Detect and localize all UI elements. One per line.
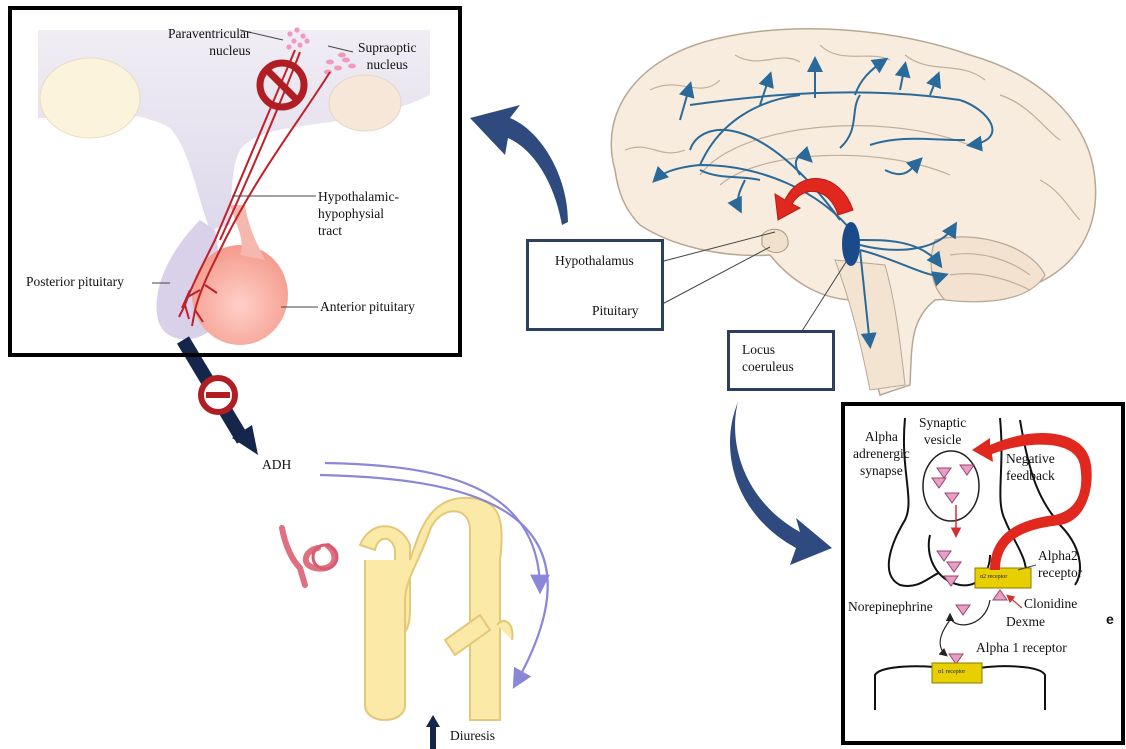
label-adh: ADH bbox=[262, 456, 291, 473]
label-negative-feedback: Negative feedback bbox=[1006, 450, 1055, 484]
glomerulus bbox=[282, 528, 334, 585]
brain-outline bbox=[611, 29, 1095, 395]
nephron-illustration bbox=[282, 498, 513, 720]
label-posterior-pituitary: Posterior pituitary bbox=[26, 273, 124, 290]
alpha1-receptor-tag: α1 receptor bbox=[938, 669, 965, 675]
block-sign-adh bbox=[201, 378, 235, 412]
locus-coeruleus-marker bbox=[842, 222, 860, 266]
label-dexme: Dexme bbox=[1006, 613, 1045, 630]
label-diuresis: Diuresis bbox=[450, 727, 495, 744]
arrow-to-pituitary-panel bbox=[470, 105, 568, 225]
label-supraoptic-nucleus: Supraoptic nucleus bbox=[358, 39, 417, 73]
label-hypothalamic-hypophysial-tract: Hypothalamic- hypophysial tract bbox=[318, 188, 399, 239]
label-hypothalamus: Hypothalamus bbox=[555, 252, 634, 269]
label-pituitary: Pituitary bbox=[592, 302, 639, 319]
label-alpha-adrenergic-synapse: Alpha adrenergic synapse bbox=[853, 428, 910, 479]
label-synaptic-vesicle: Synaptic vesicle bbox=[919, 414, 966, 448]
label-norepinephrine: Norepinephrine bbox=[848, 598, 933, 615]
stray-letter: e bbox=[1106, 611, 1114, 627]
label-alpha2-receptor: Alpha2 receptor bbox=[1038, 547, 1082, 581]
label-clonidine: Clonidine bbox=[1024, 595, 1077, 612]
brain-illustration bbox=[611, 29, 1095, 395]
alpha2-receptor-tag: α2 receptor bbox=[980, 574, 1007, 580]
adh-effect-arrows bbox=[320, 463, 548, 685]
label-alpha1-receptor: Alpha 1 receptor bbox=[976, 639, 1067, 656]
label-anterior-pituitary: Anterior pituitary bbox=[320, 298, 415, 315]
label-paraventricular-nucleus: Paraventricular nucleus bbox=[168, 25, 250, 59]
label-locus-coeruleus: Locus coeruleus bbox=[742, 341, 794, 375]
arrow-to-synapse-panel bbox=[730, 402, 832, 565]
diuresis-arrow bbox=[426, 715, 440, 749]
